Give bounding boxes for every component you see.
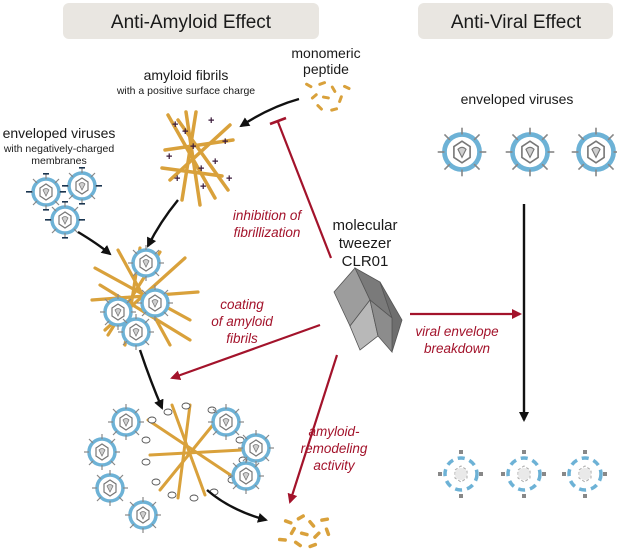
- svg-text:+: +: [166, 151, 172, 163]
- svg-text:+: +: [172, 119, 178, 131]
- svg-text:+: +: [200, 181, 206, 193]
- coating-label-1: coating: [220, 297, 264, 312]
- monomeric-peptide-cluster: [305, 81, 351, 112]
- remodel-label-2: remodeling: [301, 441, 368, 456]
- red-arrows: [170, 116, 522, 504]
- arrow-to-monomer-pile: [206, 489, 268, 523]
- coating-label-3: fibrils: [226, 331, 258, 346]
- anti-amyloid-title: Anti-Amyloid Effect: [111, 12, 272, 33]
- inhibition-line: [276, 121, 333, 259]
- svg-text:+: +: [190, 141, 196, 153]
- viral-breakdown-label-1: viral envelope: [415, 324, 498, 339]
- enveloped-viruses-right-label: enveloped viruses: [461, 91, 574, 107]
- svg-text:+: +: [226, 173, 232, 185]
- arrow-aggregate-down: [138, 349, 164, 410]
- remodel-label-1: amyloid-: [308, 424, 360, 439]
- inhibition-bar: [269, 116, 287, 126]
- arrow-remodeling: [287, 354, 339, 504]
- arrow-fibril-down: [146, 199, 179, 248]
- svg-text:+: +: [198, 163, 204, 175]
- anti-viral-panel-header: Anti-Viral Effect: [418, 3, 613, 39]
- amyloid-fibrils-positive: +++ +++ +++ ++: [160, 110, 235, 207]
- monomeric-label: monomeric: [291, 45, 360, 61]
- black-arrows: [77, 97, 529, 523]
- remodel-label-3: activity: [313, 458, 356, 473]
- tweezer-label-1: molecular: [332, 217, 397, 234]
- coating-label-2: of amyloid: [211, 314, 273, 329]
- positive-charge-label: with a positive surface charge: [116, 85, 255, 97]
- molecular-tweezer-clr01: [333, 267, 403, 354]
- viral-breakdown-label-2: breakdown: [424, 341, 490, 356]
- anti-amyloid-panel-header: Anti-Amyloid Effect: [63, 3, 319, 39]
- enveloped-viruses-left-label: enveloped viruses: [3, 125, 116, 141]
- svg-text:+: +: [182, 126, 188, 138]
- tweezer-label-2: tweezer: [339, 235, 392, 252]
- arrow-coating: [170, 323, 321, 381]
- svg-text:+: +: [222, 136, 228, 148]
- negative-charge-label: with negatively-charged: [3, 143, 114, 155]
- virus-row-broken: [436, 448, 609, 500]
- remodeled-fibril-cluster: [82, 402, 276, 535]
- inhibition-label-2: fibrillization: [234, 225, 301, 240]
- anti-viral-title: Anti-Viral Effect: [451, 12, 582, 33]
- membranes-label: membranes: [31, 155, 86, 167]
- monomer-pile-bottom: [277, 514, 331, 549]
- svg-text:+: +: [174, 173, 180, 185]
- svg-text:+: +: [212, 156, 218, 168]
- arrow-virus-down: [77, 230, 112, 256]
- inhibition-label-1: inhibition of: [233, 208, 303, 223]
- amyloid-fibrils-label: amyloid fibrils: [144, 67, 229, 83]
- virus-row-intact: [438, 128, 617, 177]
- peptide-label: peptide: [303, 61, 349, 77]
- tweezer-label-3: CLR01: [342, 253, 389, 270]
- fibril-virus-aggregate: [90, 243, 200, 352]
- svg-text:+: +: [208, 115, 214, 127]
- virus-cluster-negative: [26, 167, 102, 239]
- arrow-monomer-to-fibril: [239, 97, 300, 128]
